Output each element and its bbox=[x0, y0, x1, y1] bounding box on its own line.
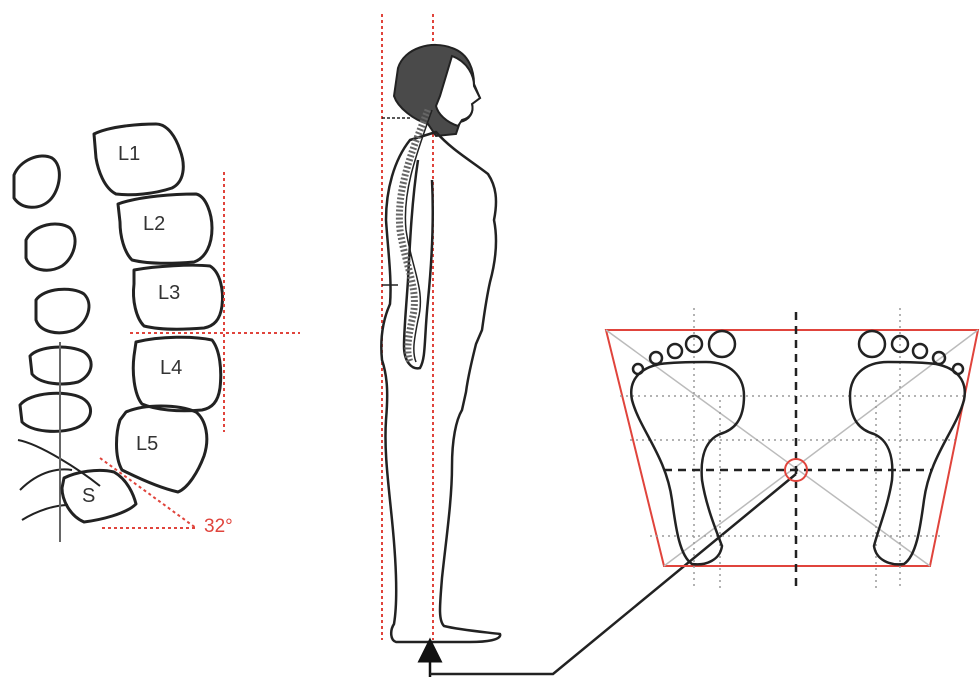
label-l2: L2 bbox=[143, 213, 165, 235]
sacral-slope-guide bbox=[100, 458, 196, 528]
process-1 bbox=[14, 156, 59, 207]
process-3 bbox=[36, 289, 89, 333]
vertebra-labels: L1 L2 L3 L4 L5 S bbox=[82, 143, 182, 507]
label-sacrum: S bbox=[82, 485, 95, 507]
label-l1: L1 bbox=[118, 143, 140, 165]
right-toe-1 bbox=[859, 331, 885, 357]
label-l4: L4 bbox=[160, 357, 182, 379]
right-toe-5 bbox=[953, 364, 963, 374]
process-2 bbox=[26, 224, 75, 270]
sacrum bbox=[62, 470, 136, 522]
body-outline bbox=[381, 132, 500, 642]
diagonal-2 bbox=[664, 330, 978, 566]
right-foot-sole bbox=[850, 362, 965, 564]
left-toe-1 bbox=[709, 331, 735, 357]
left-toe-3 bbox=[668, 344, 682, 358]
left-toe-4 bbox=[650, 352, 662, 364]
left-foot-sole bbox=[631, 362, 744, 564]
footprint-panel bbox=[606, 308, 978, 590]
stance-trapezoid bbox=[606, 330, 978, 566]
label-l5: L5 bbox=[136, 433, 158, 455]
right-toe-3 bbox=[913, 344, 927, 358]
label-l3: L3 bbox=[158, 282, 180, 304]
process-5 bbox=[20, 393, 91, 431]
right-toe-4 bbox=[933, 352, 945, 364]
left-toe-5 bbox=[633, 364, 643, 374]
sacral-angle-label: 32° bbox=[204, 516, 233, 537]
sacral-curve-3 bbox=[22, 505, 68, 520]
right-foot bbox=[850, 331, 965, 564]
connector-line bbox=[430, 474, 796, 674]
